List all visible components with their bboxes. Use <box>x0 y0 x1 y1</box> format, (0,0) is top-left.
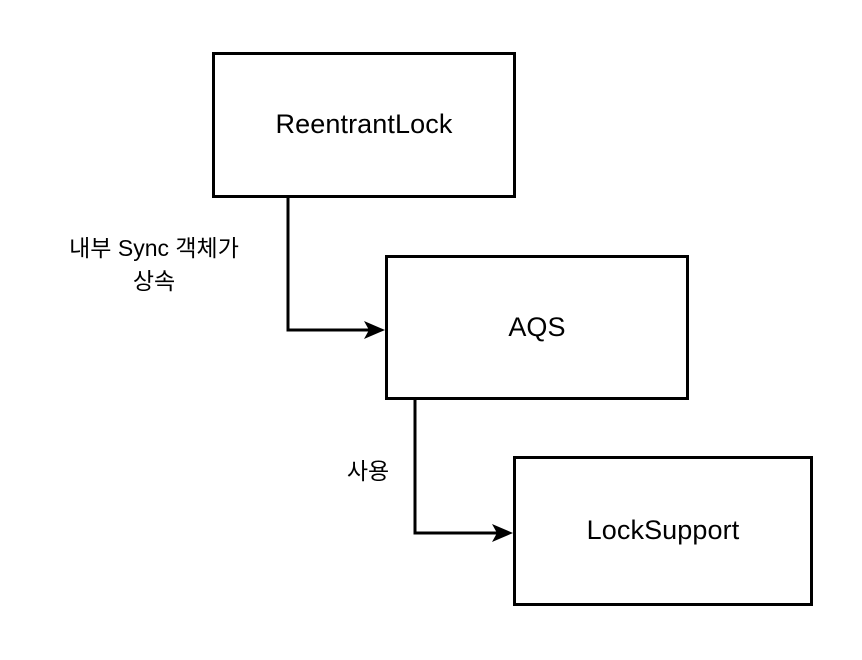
node-reentrantlock-label: ReentrantLock <box>275 109 453 140</box>
arrow-head-aqs-to-locksupport <box>492 524 513 542</box>
node-locksupport[interactable]: LockSupport <box>513 456 813 606</box>
edge-label-use: 사용 <box>346 458 390 484</box>
node-aqs-label: AQS <box>508 311 566 342</box>
connector-reentrantlock-to-aqs <box>286 198 371 332</box>
node-aqs[interactable]: AQS <box>385 255 689 400</box>
node-reentrantlock[interactable]: ReentrantLock <box>212 52 516 198</box>
arrow-head-reentrantlock-to-aqs <box>364 321 385 339</box>
node-locksupport-label: LockSupport <box>586 515 740 546</box>
connector-aqs-to-locksupport <box>413 400 499 535</box>
edge-label-inherit: 내부 Sync 객체가 상속 <box>69 235 239 294</box>
